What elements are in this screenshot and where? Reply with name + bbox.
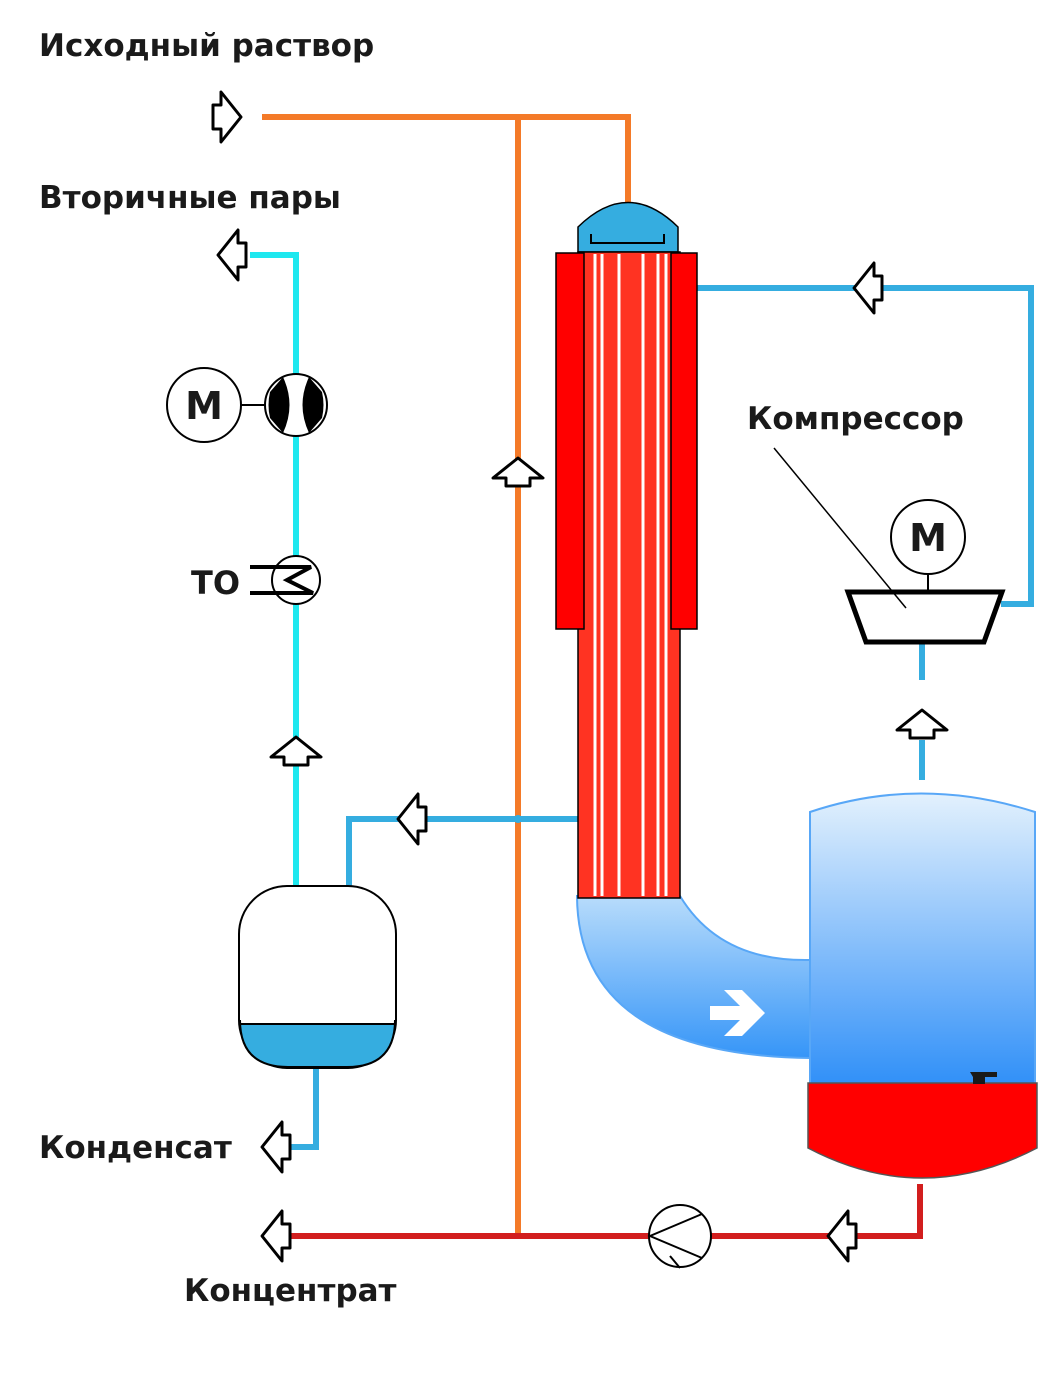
compressor-motor-label: М xyxy=(909,516,947,560)
heat-exchanger: ТО xyxy=(191,555,321,605)
vapor-up-arrow-icon xyxy=(269,735,323,767)
compressor: М xyxy=(844,499,1006,645)
condensate-liquid xyxy=(239,1019,396,1068)
feed-up-arrow-icon xyxy=(491,456,545,488)
feed-inlet-arrow-icon xyxy=(211,90,243,144)
condensate-arrow-icon xyxy=(396,792,428,846)
concentrate-arrow-icon xyxy=(826,1209,858,1263)
feed-label: Исходный раствор xyxy=(39,28,374,64)
vacuum-pump: М xyxy=(166,367,328,443)
heating-jacket-left xyxy=(555,252,585,630)
compressor-inlet-arrow-icon xyxy=(895,708,949,740)
concentrate-label: Концентрат xyxy=(184,1273,397,1309)
condensate-outlet-arrow-icon xyxy=(260,1120,292,1174)
secondary-vapor-line xyxy=(250,252,299,887)
compressor-label: Компрессор xyxy=(747,401,964,437)
concentrate-outlet-arrow-icon xyxy=(260,1209,292,1263)
pipe-crossing-dot xyxy=(514,815,522,823)
separator-vessel xyxy=(809,792,1036,1088)
circulation-pump xyxy=(647,1204,712,1269)
vapors-label: Вторичные пары xyxy=(39,180,341,216)
evaporator-column xyxy=(555,201,698,899)
compressor-leader-line xyxy=(773,447,907,609)
vapor-outlet-arrow-icon xyxy=(216,228,248,282)
column-dome xyxy=(577,201,679,253)
condensate-label: Конденсат xyxy=(39,1130,232,1166)
steam-return-arrow-icon xyxy=(852,261,884,315)
separator-bottom xyxy=(807,1082,1038,1179)
vacuum-pump-motor-label: М xyxy=(185,384,223,428)
flow-direction-arrow-icon xyxy=(710,990,765,1036)
concentrate-line xyxy=(290,1184,923,1239)
feed-line xyxy=(262,114,631,1235)
heat-exchanger-label: ТО xyxy=(191,564,240,602)
compressor-motor xyxy=(890,499,966,575)
vacuum-pump-motor xyxy=(166,367,242,443)
heating-jacket-right xyxy=(670,252,698,630)
elbow-pipe xyxy=(575,895,811,1060)
separator-outlet-stub xyxy=(970,1072,997,1084)
